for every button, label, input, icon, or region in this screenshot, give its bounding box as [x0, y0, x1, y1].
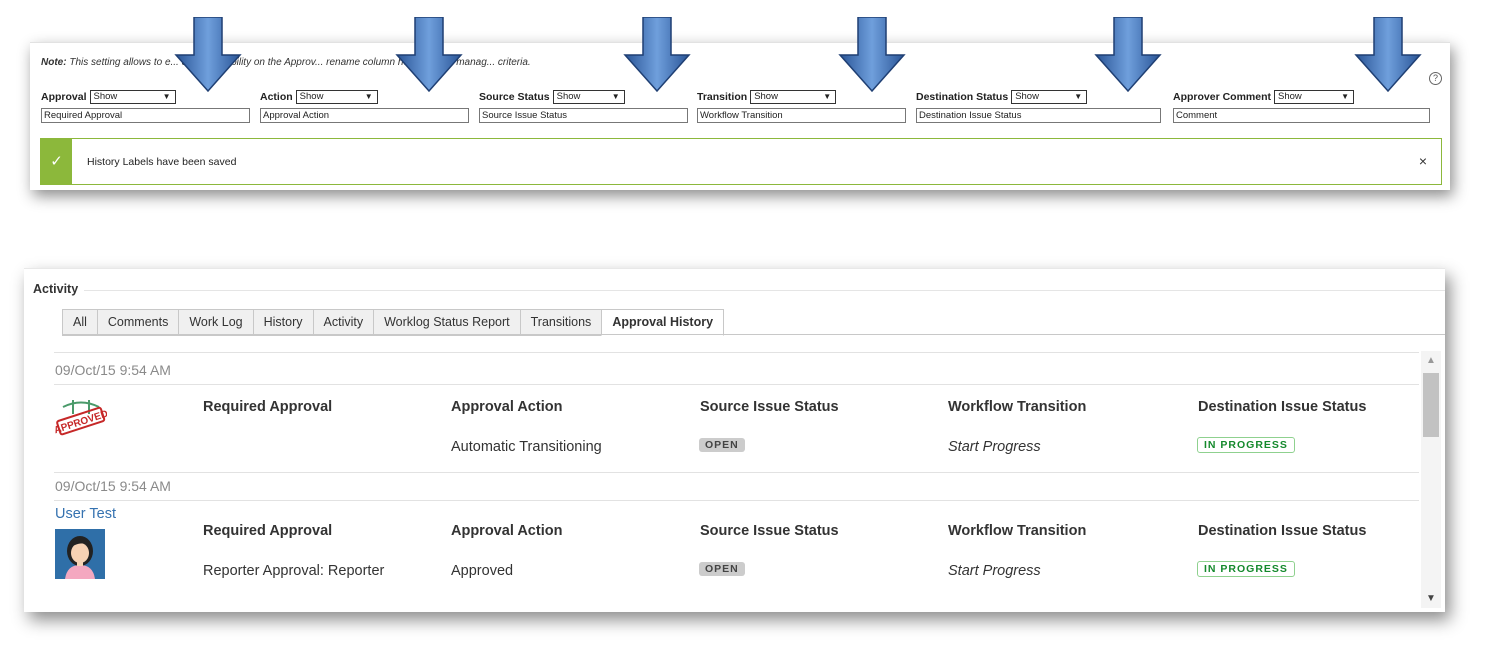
success-message: ✓ History Labels have been saved × — [40, 138, 1442, 185]
divider — [54, 500, 1419, 501]
history-labels-settings-panel: Note: This setting allows to e... column… — [30, 42, 1450, 190]
divider — [54, 472, 1419, 473]
close-icon[interactable]: × — [1418, 153, 1427, 169]
column-setting-action: Action Show ▼ Approval Action — [260, 90, 469, 123]
header-required-approval: Required Approval — [203, 523, 333, 539]
source-status-header-input[interactable]: Source Issue Status — [479, 108, 688, 123]
select-value: Show — [93, 91, 118, 102]
divider — [54, 384, 1419, 385]
avatar[interactable] — [55, 529, 105, 579]
divider — [84, 290, 1445, 291]
vertical-scrollbar[interactable]: ▲ ▼ — [1421, 351, 1441, 608]
destination-status-visibility-select[interactable]: Show ▼ — [1011, 90, 1088, 104]
header-required-approval: Required Approval — [203, 399, 333, 415]
tab-comments[interactable]: Comments — [96, 309, 179, 336]
divider — [62, 334, 1445, 335]
approved-stamp-icon: APPROVED — [55, 400, 107, 436]
select-value: Show — [754, 91, 778, 102]
approval-history-list: 09/Oct/15 9:54 AM APPROVED Required Appr… — [54, 352, 1419, 612]
status-badge: OPEN — [699, 438, 745, 452]
column-setting-transition: Transition Show ▼ Workflow Transition — [697, 90, 906, 123]
tab-all[interactable]: All — [62, 309, 97, 336]
header-destination-issue-status: Destination Issue Status — [1198, 399, 1367, 415]
tab-approval-history[interactable]: Approval History — [601, 309, 725, 336]
check-icon: ✓ — [41, 139, 72, 184]
approval-action-value: Approved — [451, 563, 514, 579]
header-source-issue-status: Source Issue Status — [700, 399, 839, 415]
header-approval-action: Approval Action — [451, 523, 563, 539]
success-message-text: History Labels have been saved — [87, 156, 237, 168]
header-source-issue-status: Source Issue Status — [700, 523, 839, 539]
approval-action-value: Automatic Transitioning — [451, 439, 602, 455]
chevron-down-icon: ▼ — [162, 92, 171, 101]
scrollbar-thumb[interactable] — [1423, 373, 1439, 437]
select-value: Show — [556, 91, 581, 102]
scroll-down-icon[interactable]: ▼ — [1426, 593, 1436, 604]
chevron-down-icon: ▼ — [364, 92, 373, 101]
approval-header-input[interactable]: Required Approval — [41, 108, 250, 123]
chevron-down-icon: ▼ — [1074, 92, 1083, 101]
source-status-visibility-select[interactable]: Show ▼ — [552, 90, 625, 104]
select-value: Show — [1015, 91, 1039, 102]
chevron-down-icon: ▼ — [611, 92, 620, 101]
down-arrow-icon — [1354, 17, 1422, 93]
approver-comment-visibility-select[interactable]: Show ▼ — [1274, 90, 1355, 104]
tab-work-log[interactable]: Work Log — [178, 309, 253, 336]
down-arrow-icon — [174, 17, 242, 93]
chevron-down-icon: ▼ — [823, 92, 832, 101]
header-workflow-transition: Workflow Transition — [948, 399, 1087, 415]
header-approval-action: Approval Action — [451, 399, 563, 415]
user-link[interactable]: User Test — [55, 506, 116, 522]
settings-note: Note: This setting allows to e... column… — [41, 57, 531, 68]
divider — [54, 352, 1419, 353]
workflow-transition-value: Start Progress — [948, 439, 1041, 455]
transition-visibility-select[interactable]: Show ▼ — [750, 90, 837, 104]
action-header-input[interactable]: Approval Action — [260, 108, 469, 123]
status-badge: IN PROGRESS — [1197, 437, 1295, 453]
destination-status-header-input[interactable]: Destination Issue Status — [916, 108, 1161, 123]
note-label: Note: — [41, 57, 67, 68]
column-setting-source-status: Source Status Show ▼ Source Issue Status — [479, 90, 688, 123]
select-value: Show — [1278, 91, 1302, 102]
workflow-transition-value: Start Progress — [948, 563, 1041, 579]
required-approval-value: Reporter Approval: Reporter — [203, 563, 385, 579]
column-label-action: Action — [260, 91, 293, 103]
column-label-destination-status: Destination Status — [916, 91, 1009, 103]
tab-activity[interactable]: Activity — [312, 309, 374, 336]
column-setting-approver-comment: Approver Comment Show ▼ Comment — [1173, 90, 1430, 123]
column-label-approval: Approval — [41, 91, 87, 103]
column-label-approver-comment: Approver Comment — [1173, 91, 1272, 103]
transition-header-input[interactable]: Workflow Transition — [697, 108, 906, 123]
entry-date: 09/Oct/15 9:54 AM — [55, 362, 171, 378]
header-workflow-transition: Workflow Transition — [948, 523, 1087, 539]
tab-transitions[interactable]: Transitions — [519, 309, 602, 336]
column-label-transition: Transition — [697, 91, 748, 103]
header-destination-issue-status: Destination Issue Status — [1198, 523, 1367, 539]
activity-panel: Activity All Comments Work Log History A… — [24, 268, 1445, 612]
down-arrow-icon — [395, 17, 463, 93]
entry-date: 09/Oct/15 9:54 AM — [55, 478, 171, 494]
tab-history[interactable]: History — [252, 309, 313, 336]
down-arrow-icon — [1094, 17, 1162, 93]
down-arrow-icon — [623, 17, 691, 93]
status-badge: OPEN — [699, 562, 745, 576]
activity-tabs: All Comments Work Log History Activity W… — [62, 309, 725, 336]
scroll-up-icon[interactable]: ▲ — [1426, 355, 1436, 366]
column-setting-approval: Approval Show ▼ Required Approval — [41, 90, 250, 123]
status-badge: IN PROGRESS — [1197, 561, 1295, 577]
activity-title: Activity — [33, 282, 79, 296]
chevron-down-icon: ▼ — [1341, 92, 1350, 101]
approver-comment-header-input[interactable]: Comment — [1173, 108, 1430, 123]
approval-visibility-select[interactable]: Show ▼ — [89, 90, 176, 104]
down-arrow-icon — [838, 17, 906, 93]
help-icon[interactable]: ? — [1429, 72, 1442, 85]
column-label-source-status: Source Status — [479, 91, 550, 103]
tab-worklog-status-report[interactable]: Worklog Status Report — [373, 309, 520, 336]
note-text: This setting allows to e... column visib… — [69, 57, 531, 68]
column-setting-destination-status: Destination Status Show ▼ Destination Iss… — [916, 90, 1161, 123]
select-value: Show — [299, 91, 324, 102]
action-visibility-select[interactable]: Show ▼ — [295, 90, 378, 104]
